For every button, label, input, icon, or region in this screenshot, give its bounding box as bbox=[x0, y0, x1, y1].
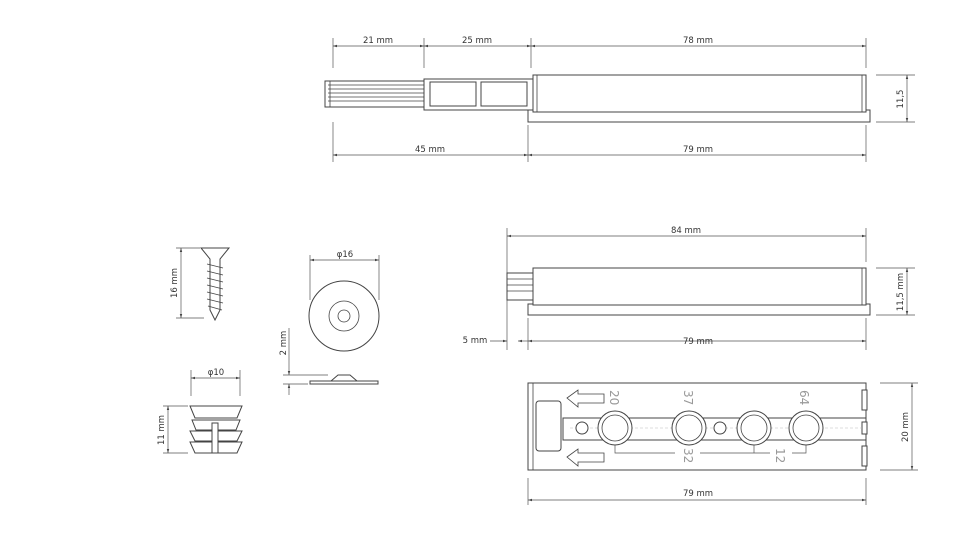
push-latch-closed-view: 84 mm 5 mm 79 mm 11,5 mm bbox=[463, 226, 915, 350]
dim-tip-label: 21 mm bbox=[363, 36, 393, 46]
plug-drawing: φ10 11 mm bbox=[157, 368, 243, 454]
screw-drawing: 16 mm bbox=[170, 247, 231, 322]
dim-mid-label: 25 mm bbox=[462, 36, 492, 46]
dim-length-label: 79 mm bbox=[683, 489, 713, 499]
washer-drawing: φ16 2 mm bbox=[279, 250, 380, 395]
hole-label-20: 20 bbox=[607, 390, 621, 405]
hole-label-37: 37 bbox=[681, 390, 695, 405]
spacing-label-12: 12 bbox=[773, 448, 787, 463]
dim-height-label: 11,5 bbox=[896, 90, 906, 109]
mounting-plate-view: 20 37 64 32 12 20 mm 79 mm bbox=[527, 382, 918, 505]
plug-diameter-label: φ10 bbox=[208, 368, 224, 378]
push-latch-open-view: 21 mm 25 mm 78 mm 45 mm 79 mm 11,5 bbox=[324, 36, 915, 162]
dim-base-label: 79 mm bbox=[683, 145, 713, 155]
dim-tip-label: 5 mm bbox=[463, 336, 488, 346]
dim-base-label: 79 mm bbox=[683, 337, 713, 347]
dim-height-label: 20 mm bbox=[901, 412, 911, 442]
dim-body-label: 78 mm bbox=[683, 36, 713, 46]
spacing-label-32: 32 bbox=[681, 448, 695, 463]
dim-height-label: 11,5 mm bbox=[896, 273, 906, 311]
washer-diameter-label: φ16 bbox=[337, 250, 353, 260]
plug-height-label: 11 mm bbox=[157, 415, 167, 445]
hole-label-64: 64 bbox=[797, 390, 811, 405]
washer-thickness-label: 2 mm bbox=[279, 331, 289, 356]
dim-total-label: 84 mm bbox=[671, 226, 701, 236]
screw-length-label: 16 mm bbox=[170, 268, 180, 298]
dim-front-label: 45 mm bbox=[415, 145, 445, 155]
